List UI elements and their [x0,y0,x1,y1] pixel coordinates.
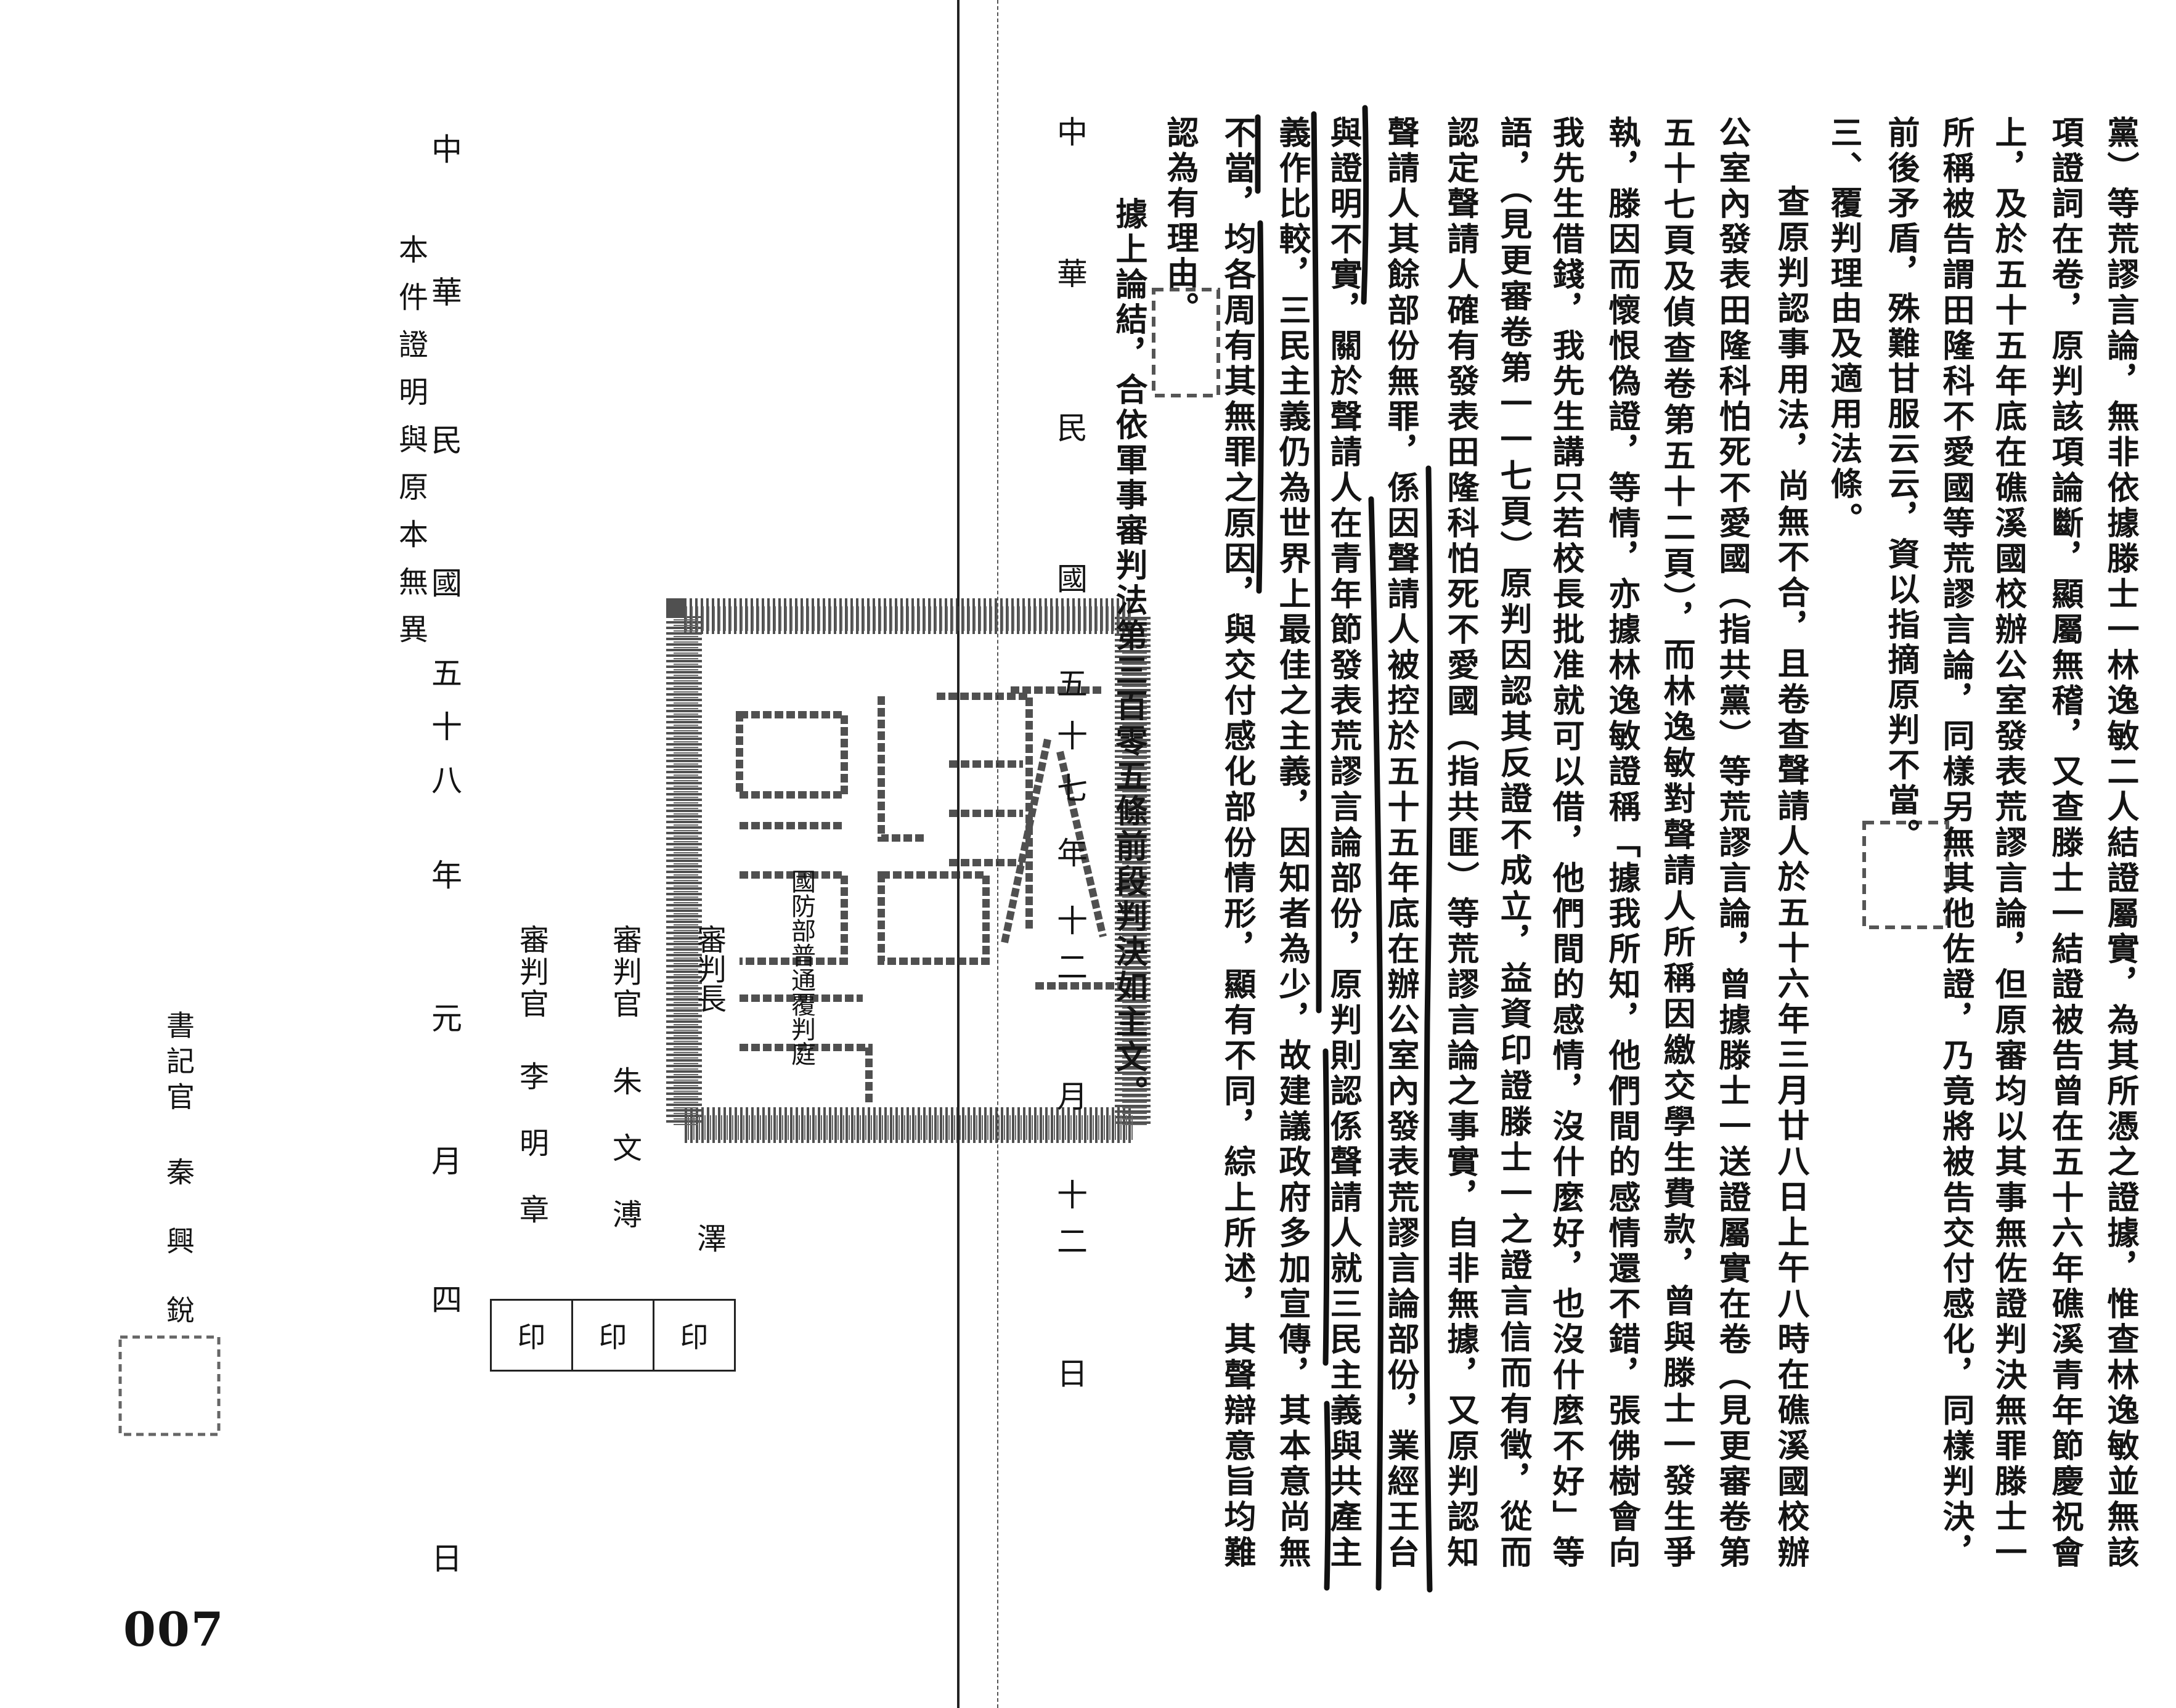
page-fold-line [957,0,960,1708]
date-char: 日 [1057,1356,1088,1392]
text-column: 不當，均各周有其無罪之原因，與交付感化部份情形，顯有不同，綜上所述，其聲辯意旨均… [1218,116,1256,1568]
date-char: 中 [1057,115,1088,150]
text-column: 所稱被告謂田隆科不愛國等荒謬言論，同樣另無其他佐證，乃竟將被告交付感化，同樣判決… [1937,116,1974,1568]
certification-statement: 本件證明與原本無異 [393,234,428,661]
date-char: 二 [1057,950,1088,985]
date-char: 十 [1057,718,1088,754]
text-column: 認為有理由。 [1161,116,1199,327]
date-char: 民 [1057,410,1088,446]
text-column: 黨）等荒謬言論，無非依據滕士一林逸敏二人結證屬實，為其所憑之證據，惟查林逸敏並無… [2101,116,2139,1568]
date-char: 十 [1057,903,1088,939]
judge-title: 審判官 [514,924,548,1020]
date-char: 五 [1057,666,1088,702]
seal-box-label: 印 [517,1320,546,1354]
date-char: 四 [431,1282,462,1318]
seal-boxes: 印 印 印 [490,1299,736,1372]
text-column: 前後矛盾，殊難甘服云云，資以指摘原判不當。 [1882,116,1920,853]
text-column: 公室內發表田隆科怕死不愛國（指共黨）等荒謬言論，曾據滕士一送證屬實在卷（見更審卷… [1713,116,1751,1568]
text-column: 上，及於五十五年底在礁溪國校辦公室發表荒謬言論，但原審均以其事無佐證判決無罪滕士… [1989,116,2027,1568]
date-char: 華 [431,275,462,311]
judge-name: 朱文溥 [607,1066,642,1266]
date-char: 五 [431,656,462,691]
date-char: 國 [1057,561,1088,597]
text-column: 語，（見更審卷第一一七頁）原判因認其反證不成立，益資印證滕士一之證言信而有徵，從… [1494,116,1532,1568]
text-column: 查原判認事用法，尚無不合，且卷查聲請人於五十六年三月廿八日上午八時在礁溪國校辦 [1772,185,1809,1568]
date-char: 月 [431,1144,462,1179]
date-char: 中 [431,132,462,168]
date-char: 國 [431,566,462,601]
text-column: 執，滕因而懷恨偽證，等情，亦據林逸敏證稱「據我所知，他們間的感情還不錯，張佛樹會… [1603,116,1640,1568]
text-column: 三、覆判理由及適用法條。 [1825,116,1862,537]
text-column: 我先生借錢，我先生講只若校長批准就可以借，他們間的感情，沒什麼好，也沒什麼不好」… [1547,116,1584,1568]
text-column: 據上論結，合依軍事審判法第三百零五條前段判決如主文。 [1110,197,1147,1110]
date-char: 八 [431,763,462,799]
date-char: 十 [431,709,462,745]
court-name: 國防部普通覆判庭 [787,869,815,1066]
seal-box-label: 印 [653,1301,734,1370]
judge-title: 審判官 [607,924,642,1020]
judge-name: 李明章 [514,1061,548,1261]
date-char: 元 [431,1001,462,1036]
clerk-title: 書記官 [162,1011,195,1118]
date-char: 年 [431,858,462,893]
date-char: 十 [1057,1177,1088,1213]
date-char: 二 [1057,1224,1088,1259]
date-char: 民 [431,423,462,458]
date-char: 華 [1057,256,1088,292]
text-column: 義作比較，三民主義仍為世界上最佳之主義，因知者為少，故建議政府多加宣傳，其本意尚… [1273,116,1311,1568]
date-char: 月 [1057,1079,1088,1115]
text-column: 五十七頁及偵查卷第五十二頁），而林逸敏對聲請人所稱因繳交學生費款，曾與滕士一發生… [1658,116,1695,1568]
seal-box-label: 印 [571,1301,653,1370]
date-char: 年 [1057,836,1088,871]
clerk-name: 秦興銳 [162,1157,195,1364]
date-char: 日 [431,1541,462,1577]
page-number: 007 [123,1602,225,1657]
text-column: 項證詞在卷，原判該項論斷，顯屬無稽，又查滕士一結證被告曾在五十六年礁溪青年節慶祝… [2046,116,2084,1568]
chief-judge-title: 審判長 [691,924,726,1013]
chief-judge-name: 澤 [691,1223,726,1253]
date-char: 七 [1057,771,1088,807]
text-column: 聲請人其餘部份無罪，係因聲請人被控於五十五年底在辦公室內發表荒謬言論部份，業經王… [1382,116,1419,1568]
text-column: 認定聲請人確有發表田隆科怕死不愛國（指共匪）等荒謬言論之事實，自非無據，又原判認… [1441,116,1479,1568]
page-edge-dashed-line [997,0,998,1708]
text-column: 與證明不實，關於聲請人在青年節發表荒謬言論部份，原判則認係聲請人就三民主義與共產… [1324,116,1362,1568]
